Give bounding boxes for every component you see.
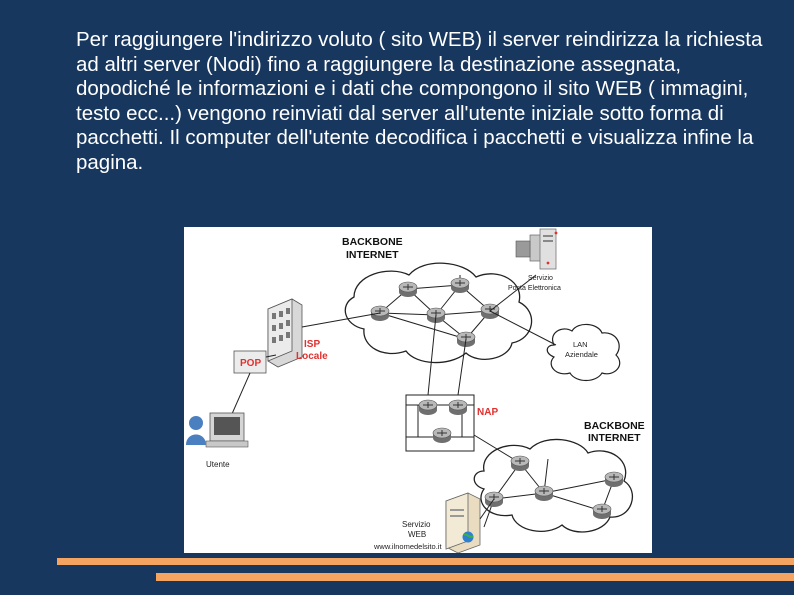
lan-label-2: Aziendale bbox=[565, 350, 598, 359]
mail-server-label-1: Servizio bbox=[528, 275, 553, 282]
router-icon bbox=[448, 399, 468, 416]
router-icon bbox=[432, 427, 452, 444]
network-diagram-svg: BACKBONE INTERNET Servizio Posta Elettro… bbox=[186, 228, 645, 553]
network-diagram: BACKBONE INTERNET Servizio Posta Elettro… bbox=[184, 227, 652, 553]
router-icon bbox=[534, 485, 554, 502]
lan-cloud bbox=[546, 323, 621, 382]
router-icon bbox=[418, 399, 438, 416]
backbone-bottom-line2: INTERNET bbox=[588, 432, 641, 444]
router-icon bbox=[604, 471, 624, 488]
decor-bar-bottom bbox=[156, 573, 794, 581]
web-server-label-1: Servizio bbox=[402, 520, 431, 529]
user-avatar-icon bbox=[186, 416, 206, 445]
router-icon bbox=[592, 503, 612, 520]
slide-paragraph: Per raggiungere l'indirizzo voluto ( sit… bbox=[76, 28, 763, 174]
nap-label: NAP bbox=[477, 407, 498, 418]
router-icon bbox=[398, 281, 418, 298]
backbone-top-line1: BACKBONE bbox=[342, 236, 403, 248]
router-icon bbox=[510, 455, 530, 472]
isp-label-1: ISP bbox=[304, 339, 320, 350]
mail-server-label-2: Posta Elettronica bbox=[508, 285, 561, 292]
web-server-icon bbox=[445, 492, 481, 553]
isp-server-icon bbox=[267, 298, 303, 368]
isp-label-2: Locale bbox=[296, 351, 328, 362]
lan-label-1: LAN bbox=[573, 340, 588, 349]
user-computer-icon bbox=[205, 412, 249, 448]
mail-server-icon bbox=[515, 228, 558, 270]
credit-url: www.ilnomedelsito.it bbox=[373, 542, 442, 551]
router-icon bbox=[450, 277, 470, 294]
backbone-bottom-line1: BACKBONE bbox=[584, 420, 645, 432]
utente-label: Utente bbox=[206, 460, 230, 469]
backbone-top-line2: INTERNET bbox=[346, 249, 399, 261]
backbone-cloud-bottom bbox=[473, 438, 634, 533]
decor-bar-top bbox=[57, 558, 794, 565]
backbone-cloud-top bbox=[344, 262, 533, 364]
web-server-label-2: WEB bbox=[408, 530, 426, 539]
pop-label: POP bbox=[240, 358, 261, 369]
